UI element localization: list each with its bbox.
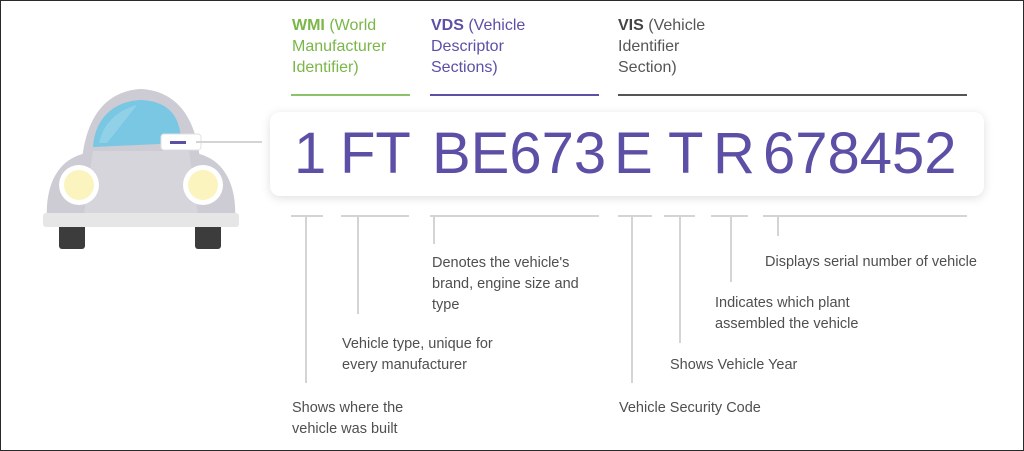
car-connector-line	[196, 141, 262, 143]
vin-box	[270, 112, 984, 196]
vds-label: VDS (Vehicle Descriptor Sections)	[431, 15, 546, 78]
desc-serial: Displays serial number of vehicle	[765, 254, 977, 270]
tick-plant	[711, 215, 748, 217]
leader-plant	[730, 216, 732, 282]
vin-char-wmi-1: 1	[294, 121, 327, 186]
desc-year: Shows Vehicle Year	[670, 357, 798, 373]
tick-serial	[763, 215, 967, 217]
leader-security	[631, 216, 633, 383]
tick-type	[341, 215, 409, 217]
leader-year	[679, 216, 681, 343]
vds-full: (Vehicle Descriptor Sections)	[431, 17, 526, 76]
vis-underline	[618, 94, 967, 96]
wmi-abbr: WMI	[292, 17, 325, 34]
car-icon	[43, 89, 239, 249]
vin-chars-vds: BE673	[432, 121, 607, 186]
vis-abbr: VIS	[618, 17, 644, 34]
vin-chars-wmi-2: FT	[340, 121, 411, 186]
leader-type	[357, 216, 359, 314]
vis-label: VIS (Vehicle Identifier Section)	[618, 15, 728, 78]
vin-char-year: T	[668, 121, 704, 186]
desc-security: Vehicle Security Code	[619, 400, 761, 416]
desc-type: Vehicle type, unique for every manufactu…	[342, 336, 493, 373]
leader-built	[305, 216, 307, 383]
wmi-label: WMI (World Manufacturer Identifier)	[292, 15, 417, 78]
wmi-full: (World Manufacturer Identifier)	[292, 17, 387, 76]
vin-char-security: E	[614, 121, 653, 186]
vin-chars-serial: 678452	[763, 121, 957, 186]
desc-plant: Indicates which plant assembled the vehi…	[715, 295, 859, 332]
vis-full: (Vehicle Identifier Section)	[618, 17, 706, 76]
desc-built: Shows where the vehicle was built	[292, 400, 404, 437]
tick-security	[618, 215, 652, 217]
tick-built	[291, 215, 323, 217]
vin-char-plant: R	[713, 121, 755, 186]
vds-abbr: VDS	[431, 17, 464, 34]
leader-brand	[433, 216, 435, 244]
desc-brand: Denotes the vehicle's brand, engine size…	[432, 255, 579, 313]
wmi-underline	[291, 94, 410, 96]
leader-serial	[777, 216, 779, 236]
vds-underline	[430, 94, 599, 96]
tick-brand	[430, 215, 599, 217]
